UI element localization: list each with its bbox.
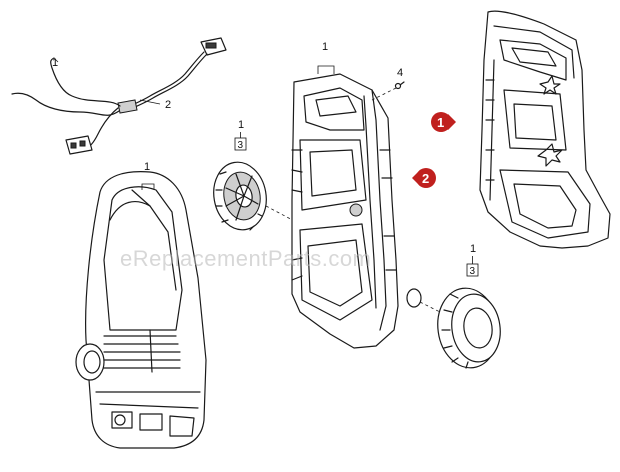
view-badge-2[interactable]: 2 bbox=[412, 168, 436, 188]
wheel-left-part bbox=[213, 161, 301, 231]
callout-wheel-right-1: 1 bbox=[470, 243, 476, 255]
housing-vents bbox=[103, 329, 181, 373]
callout-cable-1: 1 bbox=[52, 57, 58, 69]
rear-frame-part bbox=[479, 10, 611, 249]
view-badge-1[interactable]: 1 bbox=[431, 112, 456, 132]
main-frame-part bbox=[291, 65, 422, 349]
watermark-text: eReplacementParts.com bbox=[120, 246, 371, 271]
front-housing-part bbox=[75, 171, 207, 449]
callout-wheel-left-3: 3 bbox=[238, 140, 244, 151]
callout-frame-1: 1 bbox=[322, 41, 328, 53]
view-badge-1-label: 1 bbox=[437, 115, 444, 130]
cable-harness bbox=[11, 37, 227, 155]
callout-wheel-left-1: 1 bbox=[238, 119, 244, 131]
view-badge-2-label: 2 bbox=[422, 171, 429, 186]
callout-housing-1: 1 bbox=[144, 161, 150, 173]
callout-box-right bbox=[466, 256, 479, 277]
wheel-right-part bbox=[419, 287, 501, 369]
callout-cable-2: 2 bbox=[165, 99, 171, 111]
callout-box-left bbox=[234, 132, 247, 151]
callout-wheel-right-3: 3 bbox=[470, 266, 476, 277]
callout-screw-4: 4 bbox=[397, 67, 403, 79]
screw-part bbox=[371, 81, 405, 101]
